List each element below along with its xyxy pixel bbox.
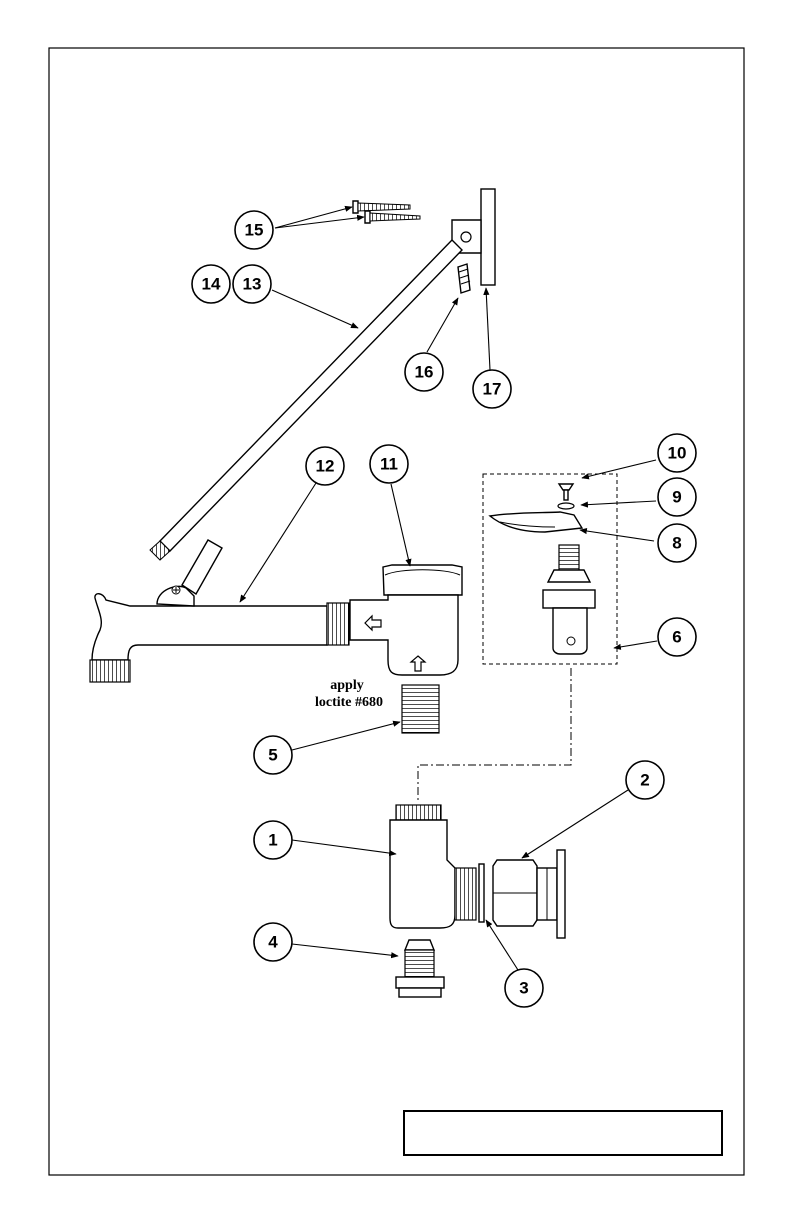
callout-8: 8 xyxy=(658,524,696,562)
callout-15: 15 xyxy=(235,211,273,249)
callout-9: 9 xyxy=(658,478,696,516)
note-line-2: loctite #680 xyxy=(315,695,383,710)
callout-5: 5 xyxy=(254,736,292,774)
part-set-screw xyxy=(458,264,470,293)
svg-text:10: 10 xyxy=(668,444,687,463)
svg-text:12: 12 xyxy=(316,457,335,476)
part-valve-body xyxy=(350,565,462,675)
assembly-centerline xyxy=(418,668,571,800)
note-line-1: apply xyxy=(330,678,363,693)
svg-text:8: 8 xyxy=(672,534,681,553)
svg-text:16: 16 xyxy=(415,363,434,382)
part-washer xyxy=(479,864,484,922)
callout-17: 17 xyxy=(473,370,511,408)
callout-2: 2 xyxy=(626,761,664,799)
title-box xyxy=(404,1111,722,1155)
callout-11: 11 xyxy=(370,445,408,483)
part-cartridge-assembly xyxy=(483,474,617,664)
svg-text:14: 14 xyxy=(202,275,221,294)
callout-12: 12 xyxy=(306,447,344,485)
part-wood-screws xyxy=(353,201,420,223)
callout-3: 3 xyxy=(505,969,543,1007)
part-supply-stop xyxy=(493,850,565,938)
svg-text:11: 11 xyxy=(380,455,398,474)
callout-10: 10 xyxy=(658,434,696,472)
part-spout xyxy=(90,540,349,682)
svg-text:2: 2 xyxy=(640,771,649,790)
svg-text:1: 1 xyxy=(268,831,277,850)
callout-4: 4 xyxy=(254,923,292,961)
svg-text:17: 17 xyxy=(483,380,502,399)
svg-text:9: 9 xyxy=(672,488,681,507)
svg-text:5: 5 xyxy=(268,746,277,765)
callout-1: 1 xyxy=(254,821,292,859)
callout-13: 13 xyxy=(233,265,271,303)
callout-6: 6 xyxy=(658,618,696,656)
svg-text:6: 6 xyxy=(672,628,681,647)
svg-text:3: 3 xyxy=(519,979,528,998)
callout-16: 16 xyxy=(405,353,443,391)
svg-text:13: 13 xyxy=(243,275,262,294)
callout-14: 14 xyxy=(192,265,230,303)
svg-text:4: 4 xyxy=(268,933,278,952)
part-bottom-cartridge xyxy=(396,940,444,997)
part-nipple xyxy=(402,685,439,733)
part-tee-body xyxy=(390,805,476,928)
svg-text:15: 15 xyxy=(245,221,264,240)
